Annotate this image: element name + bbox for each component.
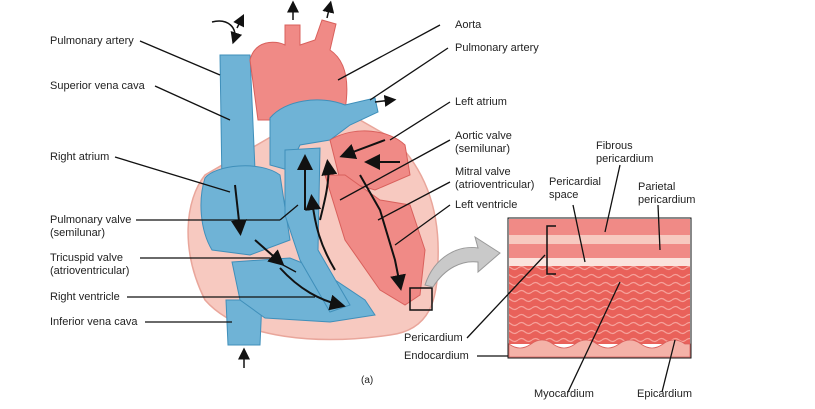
label-mitral-valve: Mitral valve (atrioventricular) [455, 166, 535, 191]
label-fibrous-pericardium: Fibrous pericardium [596, 140, 654, 165]
figure-caption: (a) [361, 375, 374, 386]
label-superior-vena-cava: Superior vena cava [50, 80, 145, 92]
label-pulmonary-artery-right: Pulmonary artery [455, 42, 539, 54]
label-epicardium: Epicardium [637, 388, 693, 400]
label-left-atrium: Left atrium [455, 96, 507, 108]
pericardium-bracket [546, 225, 556, 275]
label-aorta: Aorta [455, 19, 482, 31]
label-inferior-vena-cava: Inferior vena cava [50, 316, 138, 328]
label-pericardium: Pericardium [404, 332, 463, 344]
heart-wall-section [507, 217, 692, 359]
label-parietal-pericardium: Parietal pericardium [638, 181, 696, 206]
right-atrium-chamber [200, 165, 291, 256]
external-flow-arrows [211, 0, 397, 368]
label-right-atrium: Right atrium [50, 151, 110, 163]
label-pericardial-space: Pericardial space [549, 176, 601, 201]
label-left-ventricle: Left ventricle [455, 199, 518, 211]
label-pulmonary-valve: Pulmonary valve (semilunar) [50, 214, 132, 239]
blood-flow-arrows [230, 139, 406, 311]
label-endocardium: Endocardium [404, 350, 469, 362]
leader-lines [114, 24, 676, 393]
label-myocardium: Myocardium [534, 388, 594, 400]
pulmonary-trunk [269, 97, 379, 171]
wall-detail-square [409, 287, 433, 311]
label-tricuspid-valve: Tricuspid valve (atrioventricular) [50, 252, 130, 277]
label-right-ventricle: Right ventricle [50, 291, 120, 303]
label-pulmonary-artery-left: Pulmonary artery [50, 35, 134, 47]
magnify-arrow [424, 235, 501, 288]
label-aortic-valve: Aortic valve (semilunar) [455, 130, 512, 155]
